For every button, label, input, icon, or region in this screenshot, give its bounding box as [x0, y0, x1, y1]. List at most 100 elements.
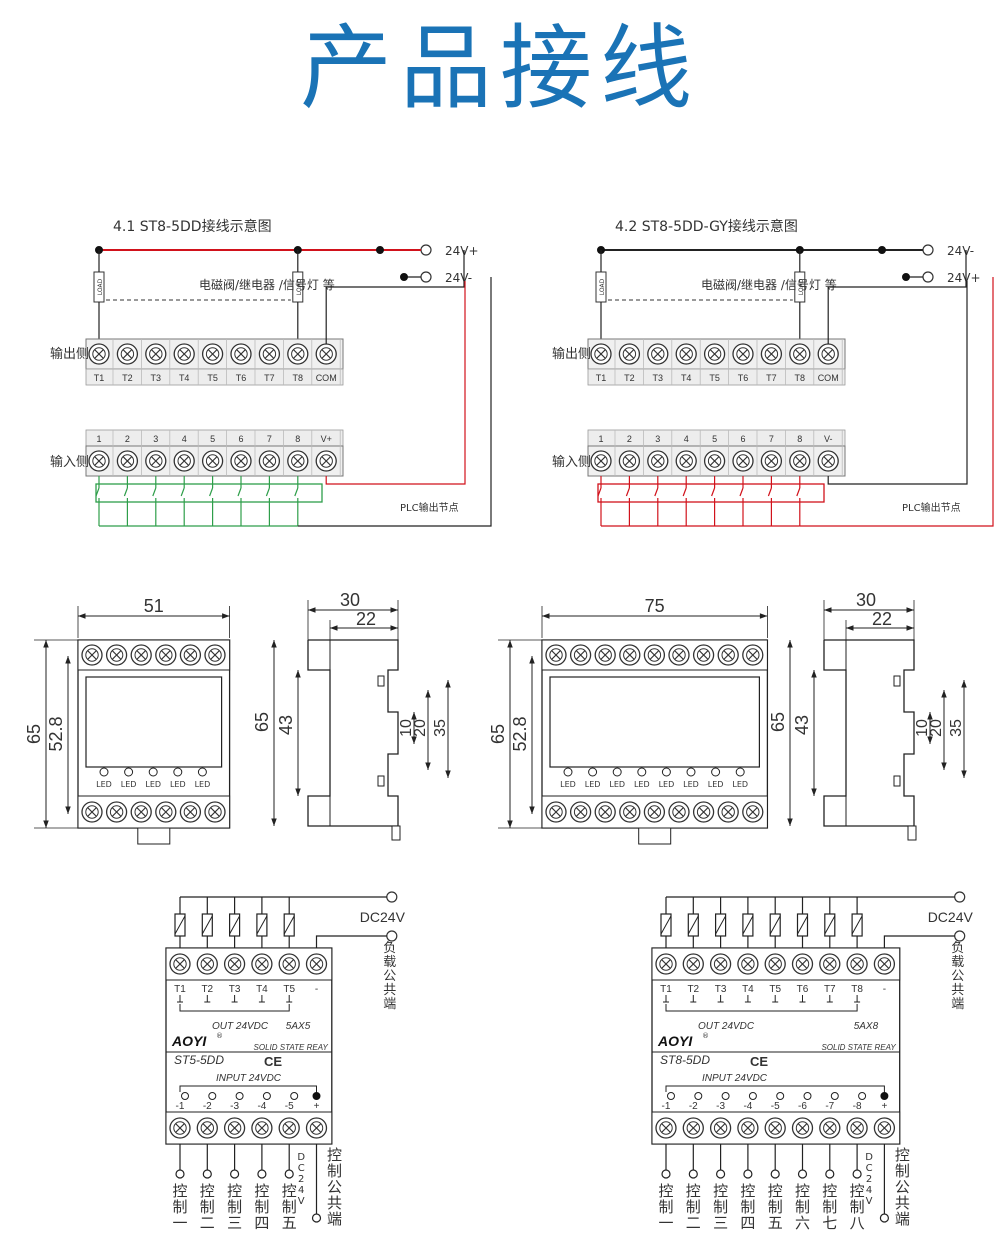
- vertical-label-char: 载: [951, 955, 964, 970]
- screw-slot: [551, 650, 561, 660]
- input-term-label: -1: [662, 1101, 671, 1112]
- vertical-label-char: 控: [172, 1182, 187, 1200]
- vertical-label-char: 制: [895, 1162, 910, 1180]
- screw-slot: [229, 1123, 240, 1133]
- screw-slot: [823, 456, 834, 466]
- plc-label: PLC输出节点: [400, 501, 459, 514]
- input-node: [830, 1092, 839, 1100]
- led-icon: [173, 767, 183, 777]
- vertical-label-char: 四: [740, 1214, 755, 1232]
- screw-slot: [94, 349, 104, 359]
- window-panel: [85, 676, 223, 768]
- screw-terminal-icon: [173, 343, 195, 365]
- control-terminal: [202, 1169, 212, 1179]
- dimension-line: [542, 613, 768, 619]
- vertical-label-char: 共: [327, 1194, 342, 1212]
- vertical-label-char: 七: [822, 1214, 837, 1232]
- output-term-label: T4: [742, 984, 754, 995]
- screw-slot: [292, 456, 303, 466]
- screw-slot: [596, 456, 606, 466]
- vertical-label-char: 端: [383, 997, 396, 1012]
- input-term-label: -7: [825, 1101, 834, 1112]
- load-icon: [283, 897, 295, 948]
- control-label: 控制二: [200, 1182, 215, 1232]
- dimension-line: [846, 625, 914, 631]
- arrow-head: [529, 656, 535, 664]
- terminal-label: T7: [766, 373, 777, 383]
- supply-terminal: [420, 271, 432, 283]
- load-mark: [797, 915, 808, 935]
- wiring-heading: 4.1 ST8-5DD接线示意图: [113, 218, 272, 235]
- load-mark: [660, 915, 672, 935]
- input-side-label: 输入侧: [50, 454, 89, 470]
- inner-height-value: 52.8: [46, 716, 66, 751]
- input-node: [776, 1092, 785, 1100]
- screw-slot: [229, 959, 240, 969]
- screw-terminal-icon: [196, 1117, 218, 1139]
- dimension-line: [941, 690, 947, 770]
- screw-slot: [624, 456, 635, 466]
- screw-terminal-icon: [668, 801, 690, 823]
- arrow-head: [507, 820, 513, 828]
- load-icon: [851, 897, 863, 948]
- screw-slot: [284, 1123, 295, 1133]
- din-clip: [137, 827, 171, 845]
- screw-terminal-icon: [116, 450, 139, 472]
- screw-slot: [661, 1123, 671, 1133]
- screw-terminal-icon: [760, 343, 783, 365]
- screw-terminal-icon: [196, 953, 218, 975]
- screw-terminal-icon: [717, 801, 739, 823]
- terminal-label: V+: [321, 434, 332, 444]
- supply-terminal: [954, 891, 966, 903]
- ce-mark: CE: [264, 1054, 282, 1069]
- terminal-label: T2: [122, 373, 133, 383]
- control-terminal: [688, 1169, 698, 1179]
- supply-bottom-label: 24V-: [445, 271, 472, 285]
- arrow-head: [295, 788, 301, 796]
- control-terminal: [825, 1169, 835, 1179]
- vertical-label-char: 四: [254, 1214, 269, 1232]
- screw-terminal-icon: [682, 1117, 704, 1139]
- supply-label: DC24V: [928, 909, 974, 925]
- screw-terminal-icon: [655, 953, 677, 975]
- terminal-label: T1: [596, 373, 607, 383]
- arrow-head: [507, 640, 513, 648]
- arrow-head: [445, 680, 451, 688]
- arrow-head: [411, 712, 417, 720]
- screw-terminal-icon: [742, 801, 764, 823]
- terminal-label: T1: [94, 373, 105, 383]
- side-tab: [377, 775, 385, 787]
- vertical-label-char: 制: [713, 1198, 728, 1216]
- control-label: 控制五: [768, 1182, 783, 1232]
- screw-terminal-icon: [675, 450, 697, 472]
- supply-label: DC24V: [360, 909, 406, 925]
- brand-logo: AOYI: [171, 1033, 207, 1049]
- screw-terminal-icon: [643, 801, 666, 823]
- terminal-label: 2: [125, 434, 130, 444]
- terminal-label: 7: [267, 434, 272, 444]
- terminal-label: 6: [238, 434, 243, 444]
- ssr-label: SOLID STATE REAY: [821, 1043, 896, 1052]
- out-rating: OUT 24VDC: [212, 1021, 269, 1032]
- load-icon: [824, 897, 836, 948]
- led-icon: [99, 767, 109, 777]
- load-icon: [769, 897, 781, 948]
- terminal-label: T2: [624, 373, 635, 383]
- control-label: 控制四: [740, 1182, 755, 1232]
- load-label: LOAD: [599, 278, 606, 295]
- arrow-head: [390, 607, 398, 613]
- screw-slot: [264, 349, 275, 359]
- arrow-head: [811, 788, 817, 796]
- in-bracket: [179, 1085, 317, 1096]
- output-term-label: -: [883, 984, 886, 995]
- led-icon: [661, 767, 671, 777]
- terminal-label: COM: [818, 373, 839, 383]
- brand-mark: ®: [216, 1032, 223, 1040]
- plc-contact-box: [597, 483, 825, 503]
- vertical-label-char: 一: [658, 1214, 673, 1232]
- supply-bottom-label: 24V+: [947, 271, 981, 285]
- screw-terminal-icon: [703, 343, 726, 365]
- dimension-line: [65, 656, 71, 814]
